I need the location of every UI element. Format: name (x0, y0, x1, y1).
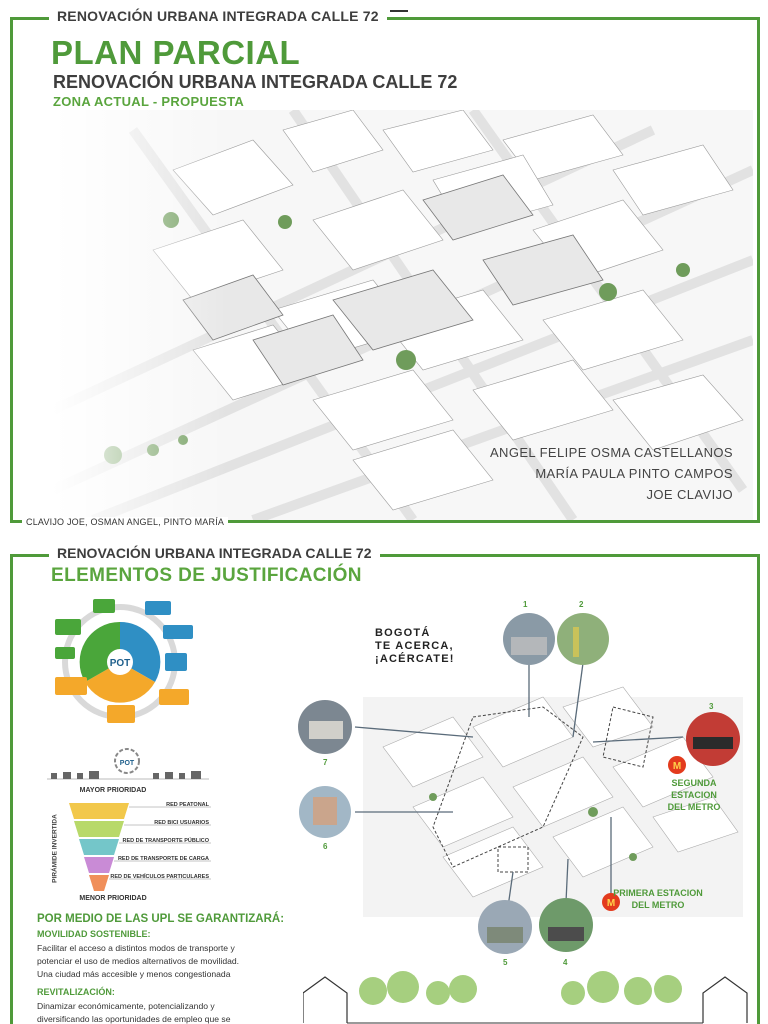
pyramid-bottom-label: MENOR PRIORIDAD (79, 895, 147, 902)
pyramid-top-label: MAYOR PRIORIDAD (79, 787, 147, 794)
pyramid-levels: RED PEATONAL RED BICI USUARIOS RED DE TRAN… (69, 802, 211, 891)
author-name: MARÍA PAULA PINTO CAMPOS (535, 466, 733, 481)
slogan-line: ¡ACÉRCATE! (375, 653, 455, 665)
pyramid-level-label: RED PEATONAL (166, 802, 210, 808)
mobility-icons-row: POT (47, 748, 209, 780)
metro-label-line: SEGUNDA ESTACION (671, 778, 717, 800)
photo-number-1: 1 (523, 600, 528, 609)
metro-first-label: PRIMERA ESTACION DEL METRO (613, 887, 703, 911)
svg-text:M: M (673, 761, 681, 772)
pyramid-level (84, 857, 114, 873)
pyramid-side-label: PIRÁMIDE INVERTIDA (51, 814, 59, 883)
street-section-drawing (303, 971, 748, 1024)
urban-axonometric-map (53, 110, 753, 520)
pot-wheel-diagram: POT (55, 599, 193, 723)
pyramid-level (69, 803, 129, 819)
slogan-line: BOGOTÁ (375, 627, 431, 639)
metro-icon-first: M (602, 893, 620, 911)
pyramid-level-label: RED BICI USUARIOS (154, 820, 209, 826)
top-mark (390, 10, 408, 12)
section-text-revitalizacion: Dinamizar económicamente, potencializand… (37, 1001, 231, 1024)
slogan-block: BOGOTÁ TE ACERCA, ¡ACÉRCATE! (375, 627, 455, 666)
sheet1-footer: CLAVIJO JOE, OSMAN ANGEL, PINTO MARÍA (22, 517, 229, 527)
sheet2-header: RENOVACIÓN URBANA INTEGRADA CALLE 72 (49, 545, 380, 561)
pot-center-label: POT (110, 658, 131, 669)
photo-number-5: 5 (503, 958, 508, 967)
authors-block: ANGEL FELIPE OSMA CASTELLANOS MARÍA PAUL… (490, 442, 733, 505)
page-title: PLAN PARCIAL (51, 34, 301, 71)
metro-label-line: DEL METRO (667, 802, 721, 812)
pyramid-level (74, 821, 124, 837)
section-text-movilidad: Facilitar el acceso a distintos modos de… (37, 943, 240, 979)
metro-label-line: DEL METRO (631, 900, 685, 910)
pyramid-level-label: RED DE TRANSPORTE PÚBLICO (123, 837, 210, 844)
pyramid-level-label: RED DE TRANSPORTE DE CARGA (118, 856, 209, 862)
photo-number-3: 3 (709, 702, 714, 711)
metro-second-label: SEGUNDA ESTACION DEL METRO (649, 777, 739, 813)
metro-icon-second: M (668, 756, 686, 774)
section-title: ELEMENTOS DE JUSTIFICACIÓN (51, 565, 362, 586)
photo-number-4: 4 (563, 958, 568, 967)
photo-number-6: 6 (323, 842, 328, 851)
section-head-movilidad: MOVILIDAD SOSTENIBLE: (37, 929, 151, 939)
pyramid-level (89, 875, 109, 891)
sheet-plan-parcial: RENOVACIÓN URBANA INTEGRADA CALLE 72 (10, 8, 760, 523)
sheet-justificacion: RENOVACIÓN URBANA INTEGRADA CALLE 72 ELE… (10, 545, 760, 1024)
pyramid-level-label: RED DE VEHÍCULOS PARTICULARES (110, 872, 209, 880)
pyramid-level (79, 839, 119, 855)
site-map-photos: 1 2 3 4 5 6 7 M M (298, 600, 743, 967)
sheet1-header: RENOVACIÓN URBANA INTEGRADA CALLE 72 (49, 8, 387, 24)
photo-number-7: 7 (323, 758, 328, 767)
inverted-pyramid: MAYOR PRIORIDAD MENOR PRIORIDAD PIRÁMIDE… (43, 785, 213, 905)
photo-number-2: 2 (579, 600, 584, 609)
pot-mini-label: POT (120, 760, 135, 767)
zone-label: ZONA ACTUAL - PROPUESTA (53, 94, 245, 109)
upl-title: POR MEDIO DE LAS UPL SE GARANTIZARÁ: (37, 913, 285, 925)
page-subtitle: RENOVACIÓN URBANA INTEGRADA CALLE 72 (53, 72, 458, 92)
author-name: JOE CLAVIJO (646, 487, 733, 502)
svg-text:M: M (607, 898, 615, 909)
slogan-line: TE ACERCA, (375, 640, 454, 652)
metro-label-line: PRIMERA ESTACION (613, 888, 703, 898)
section-head-revitalizacion: REVITALIZACIÓN: (37, 987, 115, 997)
author-name: ANGEL FELIPE OSMA CASTELLANOS (489, 445, 733, 460)
